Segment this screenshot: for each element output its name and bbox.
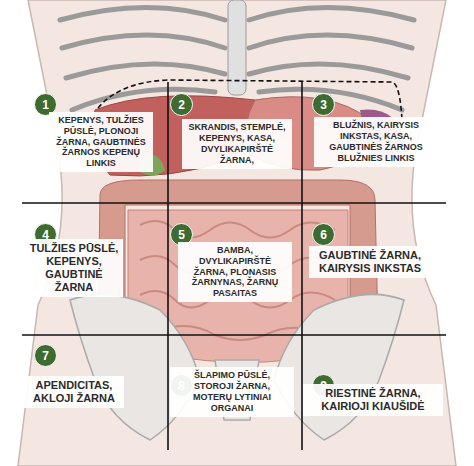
region-box: BLUŽNIS, KAIRYSIS INKSTAS, KASA, GAUBTIN… [314, 117, 438, 166]
callout-number: 2 [178, 99, 185, 111]
region-box: APENDICITAS, AKLOJI ŽARNA [24, 376, 124, 408]
organ-list: ŠLAPIMO PŪSLĖ, STOROJI ŽARNA, MOTERŲ LYT… [174, 370, 290, 413]
callout-number: 7 [42, 350, 49, 362]
callout-circle: 2 [170, 93, 193, 116]
organ-list: TULŽIES PŪSLĖ, KEPENYS, GAUBTINĖ ŽARNA [29, 242, 119, 295]
callout-circle: 3 [312, 93, 335, 116]
organ-list: BAMBA, DVYLIKAPIRŠTĖ ŽARNA, PLONASIS ŽAR… [182, 245, 288, 299]
callout-number: 5 [178, 229, 185, 241]
callout-circle: 6 [312, 223, 335, 246]
region-box: ŠLAPIMO PŪSLĖ, STOROJI ŽARNA, MOTERŲ LYT… [170, 367, 294, 416]
organ-list: GAUBTINĖ ŽARNA, KAIRYSIS INKSTAS [313, 249, 427, 275]
region-box: GAUBTINĖ ŽARNA, KAIRYSIS INKSTAS [309, 246, 431, 278]
torso-outline [18, 0, 456, 466]
region-box: KEPENYS, TULŽIES PŪSLĖ, PLONOJI ŽARNA, G… [49, 112, 153, 172]
callout-circle: 7 [34, 344, 57, 367]
region-grid [22, 82, 446, 450]
callout-number: 6 [320, 229, 327, 241]
organ-list: SKRANDIS, STEMPLĖ, KEPENYS, KASA, DVYLIK… [186, 122, 288, 165]
organ-list: KEPENYS, TULŽIES PŪSLĖ, PLONOJI ŽARNA, G… [53, 115, 149, 169]
region-box: RIESTINĖ ŽARNA, KAIRIOJI KIAUŠIDĖ [303, 384, 443, 416]
callout-number: 3 [320, 99, 327, 111]
region-box: BAMBA, DVYLIKAPIRŠTĖ ŽARNA, PLONASIS ŽAR… [178, 242, 292, 302]
organ-list: APENDICITAS, AKLOJI ŽARNA [28, 379, 120, 405]
region-box: SKRANDIS, STEMPLĖ, KEPENYS, KASA, DVYLIK… [182, 119, 292, 168]
region-box: TULŽIES PŪSLĖ, KEPENYS, GAUBTINĖ ŽARNA [25, 239, 123, 298]
organ-list: BLUŽNIS, KAIRYSIS INKSTAS, KASA, GAUBTIN… [318, 120, 434, 163]
pelvis [70, 294, 404, 440]
organ-list: RIESTINĖ ŽARNA, KAIRIOJI KIAUŠIDĖ [307, 387, 439, 413]
callout-number: 1 [42, 99, 49, 111]
